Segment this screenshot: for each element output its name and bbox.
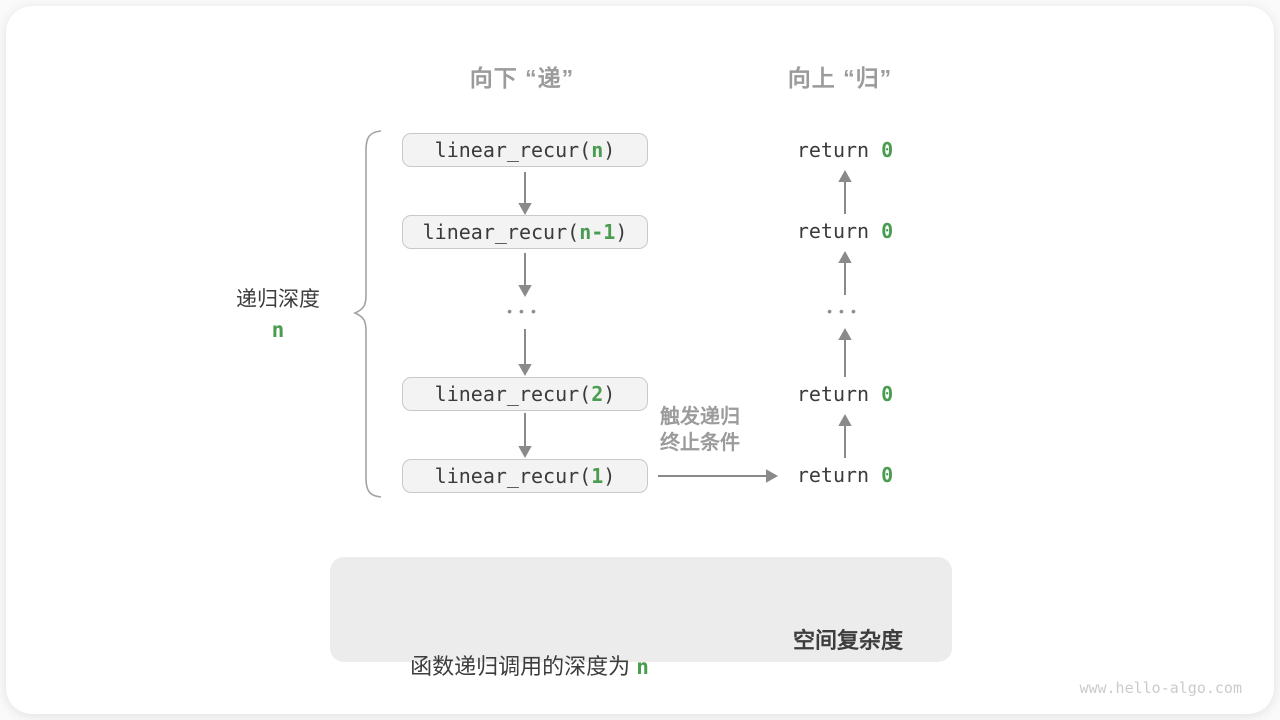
return-value: 0: [881, 382, 894, 406]
up-arrow-1-head: [838, 169, 852, 182]
summary-highlight-n: n: [636, 655, 649, 679]
down-arrow-3-head: [518, 364, 532, 377]
space-complexity-title: 空间复杂度: [792, 628, 903, 653]
site-watermark: www.hello-algo.com: [1079, 679, 1242, 697]
return-value: 0: [881, 463, 894, 487]
down-arrow-2-head: [518, 285, 532, 298]
code-text: return: [796, 219, 882, 243]
down-arrow-4-head: [518, 446, 532, 459]
code-arg: 2: [591, 382, 604, 406]
code-text: linear_recur(: [434, 138, 592, 162]
call-box-1: linear_recur(1): [402, 459, 648, 493]
return-value: 0: [881, 219, 894, 243]
call-box-n: linear_recur(n): [402, 133, 648, 167]
summary-left-line1: 函数递归调用的深度为 n: [340, 628, 670, 706]
return-value: 0: [881, 138, 894, 162]
code-arg: n-1: [579, 220, 616, 244]
up-arrow-3-head: [838, 327, 852, 340]
summary-left: 函数递归调用的深度为 n 共使用 O(n) 的栈帧空间: [340, 576, 670, 720]
recursion-depth-value: n: [271, 318, 285, 342]
code-text: linear_recur(: [434, 382, 592, 406]
down-arrow-1-head: [518, 203, 532, 216]
summary-box: [330, 557, 952, 662]
code-text: ): [603, 464, 616, 488]
return-stmt-2: return 0: [745, 220, 945, 242]
header-return: 向上 “归”: [787, 65, 893, 91]
ellipsis-left: •••: [507, 303, 543, 319]
code-text: ): [603, 382, 616, 406]
code-arg: n: [591, 138, 604, 162]
summary-text: 函数递归调用的深度为: [410, 654, 637, 679]
code-text: return: [796, 463, 882, 487]
code-arg: 1: [591, 464, 604, 488]
recursion-depth-brace: [353, 130, 382, 498]
return-stmt-3: return 0: [745, 383, 945, 405]
code-text: return: [796, 138, 882, 162]
call-box-2: linear_recur(2): [402, 377, 648, 411]
base-case-label-line1: 触发递归: [660, 406, 740, 428]
recursion-depth-label: 递归深度: [236, 288, 320, 311]
code-text: linear_recur(: [422, 220, 580, 244]
header-descend: 向下 “递”: [469, 65, 575, 91]
base-case-label-line2: 终止条件: [660, 432, 740, 454]
up-arrow-2-head: [838, 250, 852, 263]
code-text: linear_recur(: [434, 464, 592, 488]
code-text: ): [603, 138, 616, 162]
code-text: return: [796, 382, 882, 406]
code-text: ): [615, 220, 628, 244]
call-box-n-1: linear_recur(n-1): [402, 215, 648, 249]
return-stmt-1: return 0: [745, 139, 945, 161]
base-case-label: 触发递归 终止条件: [645, 404, 755, 456]
ellipsis-right: •••: [827, 303, 863, 319]
up-arrow-4-head: [838, 413, 852, 426]
return-stmt-4: return 0: [745, 464, 945, 486]
summary-right: 空间复杂度 线性阶 O(n): [763, 576, 933, 720]
